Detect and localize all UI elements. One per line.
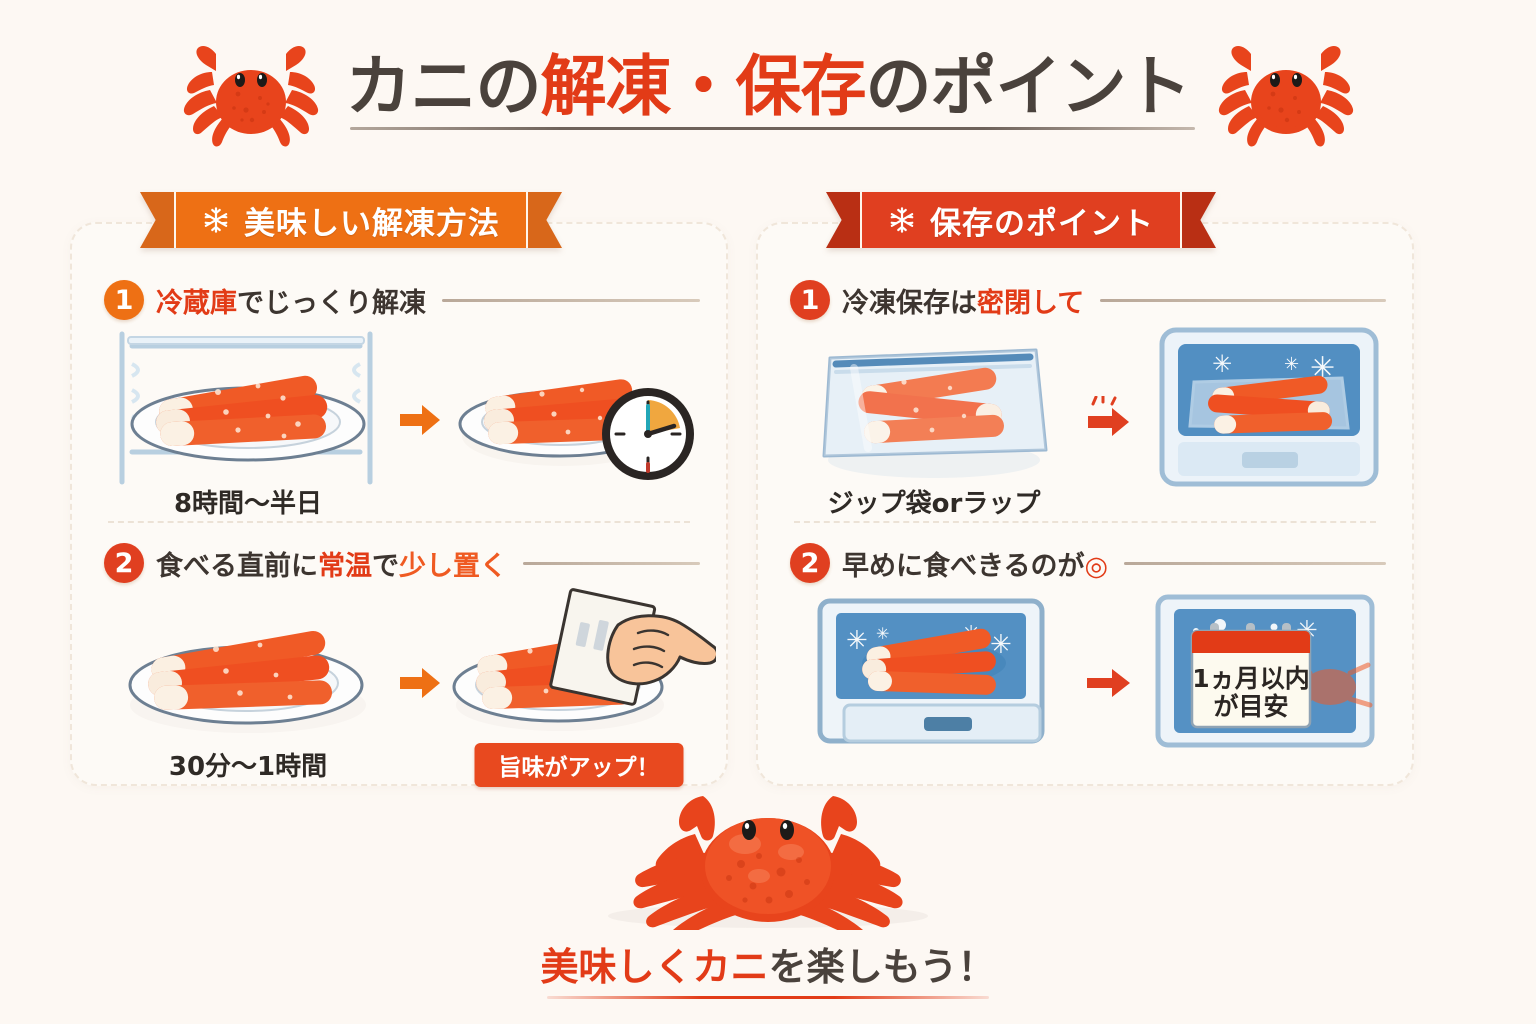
page-title-part-2: 解凍・保存 — [540, 48, 867, 126]
crab-icon-right — [1211, 32, 1361, 152]
panel-thawing: 美味しい解凍方法 1 冷蔵庫でじっくり解凍 — [70, 192, 728, 787]
calendar-line-2: が目安 — [1213, 692, 1288, 721]
illustration-hand-paper-towel: 旨味がアップ！ — [442, 587, 716, 787]
step-storage-1: 1 冷凍保存は密閉して — [784, 276, 1386, 523]
svg-text:✳: ✳ — [876, 624, 889, 643]
page-title-part-1: カニの — [345, 48, 542, 126]
footer-tagline: 美味しくカニを楽しもう！ — [540, 936, 996, 999]
step-title-part-1: 早めに食べきるのが — [842, 550, 1085, 582]
crab-icon-left — [176, 32, 326, 152]
banner-thawing: 美味しい解凍方法 — [140, 192, 562, 248]
clock-icon — [602, 388, 694, 480]
caption-zip-or-wrap: ジップ袋orラップ — [827, 489, 1041, 519]
step-title-part-2: 密閉して — [977, 287, 1085, 319]
step-title-part-1: 冷凍保存は — [842, 287, 977, 319]
step-rule — [1100, 298, 1386, 302]
step-title-part-2: 常温 — [318, 550, 372, 582]
step-illustrations: 8時間〜半日 — [98, 324, 700, 519]
step-illustrations: 30分〜1時間 — [98, 587, 716, 787]
illustration-freezer: ✳ ✳ ✳ — [1134, 324, 1408, 516]
arrow-right-icon — [1084, 324, 1134, 516]
illustration-zip-bag: ジップ袋orラップ — [784, 324, 1084, 519]
caption-rest-time: 30分〜1時間 — [168, 752, 328, 782]
banner-label-thawing: 美味しい解凍方法 — [244, 205, 500, 242]
svg-text:✳: ✳ — [846, 626, 868, 656]
step-header: 2 早めに食べきるのが◎ — [784, 539, 1386, 587]
step-title: 食べる直前に常温で少し置く — [156, 544, 507, 583]
snowflake-icon — [890, 207, 914, 233]
step-divider — [794, 521, 1376, 523]
footer-tagline-part-2: カニ — [692, 945, 769, 989]
step-title-part-3: で — [372, 550, 399, 582]
snowflake-icon — [204, 207, 228, 233]
illustration-fridge-plate: 8時間〜半日 — [98, 324, 398, 519]
arrow-right-icon — [1084, 587, 1134, 779]
page-footer: 美味しくカニを楽しもう！ — [0, 790, 1536, 999]
step-divider — [108, 521, 690, 523]
panel-storage: 保存のポイント 1 冷凍保存は密閉して — [756, 192, 1414, 786]
caption-thaw-time: 8時間〜半日 — [173, 489, 323, 519]
step-title: 冷凍保存は密閉して — [842, 281, 1084, 320]
badge-umami-up: 旨味がアップ！ — [474, 743, 684, 787]
crab-mascot — [553, 790, 983, 930]
svg-text:✳: ✳ — [1212, 350, 1232, 378]
page-title-part-3: のポイント — [865, 48, 1192, 126]
banner-storage: 保存のポイント — [826, 192, 1216, 248]
step-number-badge: 1 — [104, 280, 144, 320]
step-number-badge: 1 — [790, 280, 830, 320]
step-header: 1 冷凍保存は密閉して — [784, 276, 1386, 324]
step-header: 1 冷蔵庫でじっくり解凍 — [98, 276, 700, 324]
illustration-plate-crab: 30分〜1時間 — [98, 587, 398, 782]
step-number-badge: 2 — [790, 543, 830, 583]
step-title-part-4: 少し置く — [399, 550, 507, 582]
footer-tagline-underline — [546, 996, 990, 999]
illustration-freezer-drawer: ✳ ✳ ✳ ✳ — [784, 587, 1084, 779]
step-storage-2: 2 早めに食べきるのが◎ ✳ ✳ — [784, 539, 1386, 784]
step-thawing-2: 2 食べる直前に常温で少し置く — [98, 539, 716, 787]
footer-tagline-part-1: 美味しく — [540, 945, 693, 989]
step-title: 冷蔵庫でじっくり解凍 — [156, 281, 426, 320]
step-rule — [1124, 561, 1386, 565]
step-illustrations: ✳ ✳ ✳ ✳ — [784, 587, 1386, 779]
arrow-right-icon — [398, 587, 442, 779]
title-underline — [349, 126, 1195, 130]
step-header: 2 食べる直前に常温で少し置く — [98, 539, 700, 587]
step-title: 早めに食べきるのが◎ — [842, 544, 1108, 583]
illustration-calendar-freezer: ✳ — [1134, 587, 1408, 779]
step-rule — [442, 298, 700, 302]
svg-text:✳: ✳ — [1284, 354, 1299, 375]
step-number-badge: 2 — [104, 543, 144, 583]
step-title-part-2: ◎ — [1084, 550, 1109, 582]
hand-icon — [606, 614, 716, 686]
step-title-part-1: 冷蔵庫 — [156, 287, 237, 319]
step-rule — [523, 561, 700, 565]
step-illustrations: ジップ袋orラップ — [784, 324, 1386, 519]
footer-tagline-part-3: を — [768, 945, 807, 989]
arrow-right-icon — [398, 324, 442, 516]
step-thawing-1: 1 冷蔵庫でじっくり解凍 — [98, 276, 700, 523]
step-title-part-2: でじっくり解凍 — [237, 287, 426, 319]
calendar-icon: 1ヵ月以内 が目安 — [1190, 623, 1312, 729]
footer-tagline-part-5: しもう！ — [844, 945, 996, 989]
page-title: カニの解凍・保存のポイント — [332, 52, 1205, 131]
illustration-plate-clock — [442, 324, 716, 516]
step-title-part-1: 食べる直前に — [156, 550, 318, 582]
panels-container: 美味しい解凍方法 1 冷蔵庫でじっくり解凍 — [70, 192, 1466, 787]
footer-tagline-part-4: 楽 — [806, 945, 845, 989]
page-header: カニの解凍・保存のポイント — [0, 22, 1536, 162]
banner-label-storage: 保存のポイント — [930, 205, 1154, 242]
calendar-line-1: 1ヵ月以内 — [1192, 664, 1309, 693]
